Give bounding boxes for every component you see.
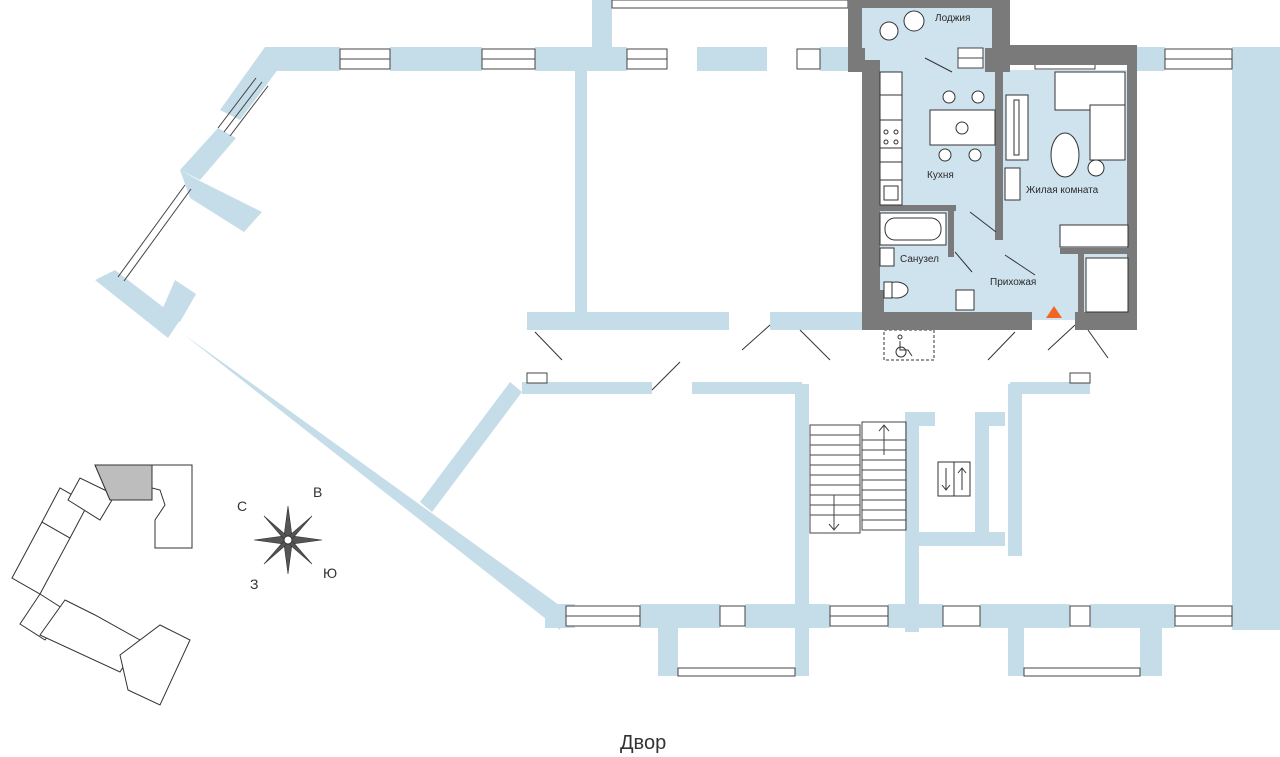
room-label-hallway: Прихожая (990, 277, 1037, 288)
compass-south-label: Ю (323, 565, 338, 581)
compass-west-label: З (250, 576, 259, 592)
elevator (937, 461, 971, 497)
wheelchair-icon (883, 329, 935, 361)
room-label-living: Жилая комната (1026, 185, 1099, 196)
building-walls (95, 0, 1280, 676)
apartment-unit (848, 0, 1137, 330)
room-label-bathroom: Санузел (900, 254, 939, 265)
site-plan-highlight (94, 464, 153, 501)
yard-label: Двор (620, 732, 667, 754)
compass-rose (253, 505, 323, 575)
compass-north-label: С (237, 498, 248, 514)
room-label-loggia: Лоджия (935, 13, 971, 24)
site-plan-map (11, 464, 193, 706)
room-label-kitchen: Кухня (927, 170, 954, 181)
wall-stubs (526, 372, 1091, 384)
door-swings (534, 324, 1109, 391)
staircase (809, 421, 907, 534)
compass-east-label: В (313, 484, 323, 500)
